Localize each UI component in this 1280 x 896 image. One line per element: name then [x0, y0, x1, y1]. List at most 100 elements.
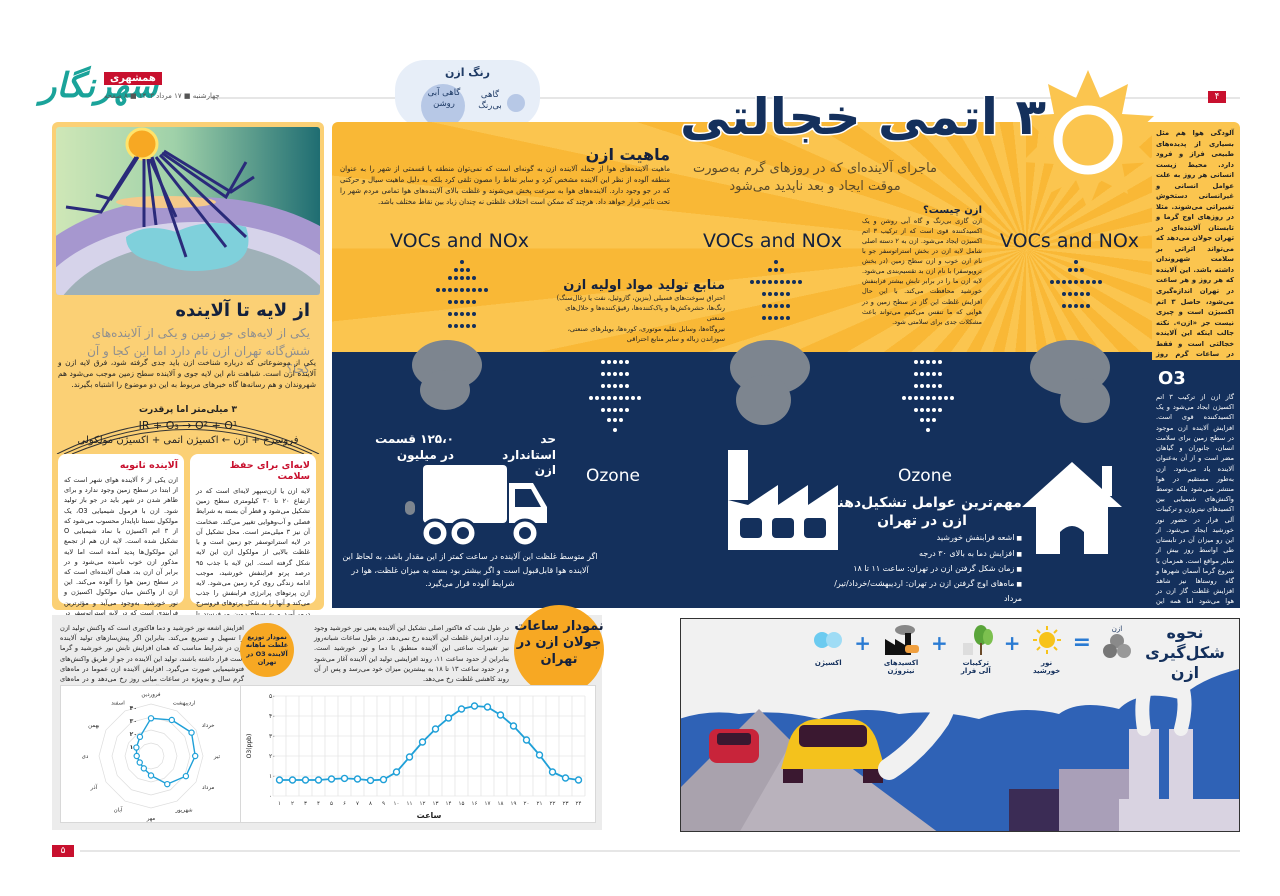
ozone-color-light-blue: گاهی آبی روشن [427, 88, 461, 110]
svg-text:۵۰: ۵۰ [269, 693, 275, 700]
smoke-cloud-icon [420, 370, 470, 410]
svg-text:۵: ۵ [330, 801, 333, 807]
svg-text:تیر: تیر [213, 754, 221, 760]
svg-text:مرداد: مرداد [202, 785, 214, 791]
card-protective-title: لایه‌ای برای حفظ سلامت [229, 460, 310, 482]
svg-text:۱۹: ۱۹ [511, 801, 517, 807]
svg-text:۲۰: ۲۰ [130, 731, 137, 738]
factors-section: مهم‌ترین عوامل تشکیل‌دهنده ازن در تهران … [822, 494, 1022, 606]
svg-text:۱۷: ۱۷ [485, 801, 491, 807]
svg-text:ساعت: ساعت [417, 811, 442, 820]
factory-icon [728, 450, 838, 550]
factors-heading: مهم‌ترین عوامل تشکیل‌دهنده ازن در تهران [822, 495, 1022, 530]
svg-text:۰: ۰ [269, 793, 272, 800]
ozone-formation-illustration: نحوه شکل‌گیری ازن ازن = نور خورشید + ترک… [680, 618, 1240, 832]
svg-text:فروردین: فروردین [141, 692, 161, 698]
svg-text:۳۰: ۳۰ [130, 718, 137, 725]
header-rule [210, 97, 1240, 99]
card-secondary-text: ازن یکی از ۶ آلاینده هوای شهر است که از … [64, 476, 178, 637]
o3-text: گاز ازن از ترکیب ۳ اتم اکسیژن ایجاد می‌ش… [1156, 393, 1234, 616]
o3-heading: O3 [1158, 368, 1186, 389]
red-car-icon [709, 729, 759, 763]
svg-text:دی: دی [82, 754, 89, 760]
svg-text:۱۸: ۱۸ [498, 801, 504, 807]
ozone-layer-illustration [56, 127, 320, 295]
arrow-up-icon [1050, 260, 1102, 308]
svg-text:۲۴: ۲۴ [576, 801, 582, 807]
arrow-up-icon [436, 260, 488, 328]
ozone-layer-arcs [56, 421, 320, 454]
svg-text:۹: ۹ [382, 801, 385, 807]
ozone-molecule-icon [1103, 634, 1131, 658]
formation-item-sun: نور خورشید [1029, 625, 1065, 675]
left-column: از لایه تا آلاینده یکی از لایه‌های جو زم… [52, 122, 324, 638]
factor-item-4: ماه‌های اوج گرفتن ازن در تهران: اردیبهشت… [822, 576, 1022, 606]
arrow-up-icon [750, 260, 802, 320]
what-is-text: ازن گازی بی‌رنگ و گاه آبی روشن و یک اکسی… [862, 217, 982, 326]
o3-strip: O3 گاز ازن از ترکیب ۳ اتم اکسیژن ایجاد م… [1152, 360, 1240, 616]
card-protective-text: لایه ازن یا ازن‌سپهر لایه‌ای است که در ا… [196, 487, 310, 638]
svg-text:۱۲: ۱۲ [420, 801, 426, 807]
hourly-chart-badge: نمودار ساعات جولان ازن در تهران [514, 605, 604, 695]
svg-text:۱۰: ۱۰ [269, 773, 275, 780]
page-number-right: ۴ [1208, 91, 1226, 103]
standard-value: ۱۲۵،۰ قسمت در میلیون [375, 432, 454, 462]
sources-heading: منابع تولید مواد اولیه ازن [563, 278, 725, 293]
svg-text:۴۰: ۴۰ [269, 713, 275, 720]
left-column-title: از لایه تا آلاینده [175, 300, 310, 321]
left-column-subtitle: یکی از لایه‌های جو زمین و یکی از آلاینده… [87, 326, 310, 376]
hourly-text: در طول شب که فاکتور اصلی تشکیل این آلاین… [314, 624, 509, 684]
card-protective-layer: لایه‌ای برای حفظ سلامت لایه ازن یا ازن‌س… [190, 454, 316, 638]
vocs-label-1: VOCs and NOx [390, 230, 530, 252]
trees-paint-icon [962, 625, 993, 655]
svg-text:۲۰: ۲۰ [269, 753, 275, 760]
card-secondary-pollutant: آلاینده ثانویه ازن یکی از ۶ آلاینده هوای… [58, 454, 184, 637]
colorless-bubble-icon [507, 94, 525, 112]
smoke-cloud-icon [1060, 378, 1110, 423]
svg-text:۴: ۴ [317, 801, 320, 807]
factor-item-1: اشعه فرابنفش خورشید [822, 530, 1022, 545]
svg-text:۳: ۳ [304, 801, 307, 807]
yellow-car-icon [781, 719, 885, 783]
factory-scene-icon [1009, 729, 1239, 831]
plus-icon: + [854, 631, 872, 655]
vocs-label-2: VOCs and NOx [703, 230, 843, 252]
logo-brand: همشهری [104, 72, 162, 85]
svg-text:۳۰: ۳۰ [269, 733, 275, 740]
factor-item-3: زمان شکل گرفتن ازن در تهران: ساعت ۱۱ تا … [822, 561, 1022, 576]
sun-icon [1022, 70, 1154, 210]
standard-label: حد استاندارد ازن [502, 432, 556, 478]
equation-text: فروسرخ + ازن ← اکسیژن اتمی + اکسیژن مولک… [77, 435, 299, 446]
svg-text:خرداد: خرداد [202, 723, 215, 729]
what-is-section: ازن چیست؟ ازن گازی بی‌رنگ و گاه آبی روشن… [862, 205, 982, 327]
date-line: چهارشنبه ■ ۱۷ مرداد ۱۴۰۳ ■ ۸ صفحه [104, 92, 220, 100]
formation-item-oxygen: اکسیژن [810, 625, 846, 667]
svg-text:۲۱: ۲۱ [537, 801, 543, 807]
nature-text: ماهیت آلاینده‌های هوا از جمله آلاینده از… [340, 165, 670, 206]
equation-label: ۳ میلی‌متر اما پرقدرت [138, 405, 238, 415]
ozone-color-box: رنگ ازن گاهی آبی روشن گاهی بی‌رنگ [395, 60, 540, 128]
logo[interactable]: شهرنگار همشهری چهارشنبه ■ ۱۷ مرداد ۱۴۰۳ … [40, 66, 220, 116]
arrow-down-icon [902, 360, 954, 432]
truck-icon [405, 465, 547, 548]
sun-small-icon [1032, 626, 1061, 654]
ozone-label-1: Ozone [586, 466, 640, 486]
page-title: ۳ اتمی خجالتی [679, 87, 1048, 148]
smoke-cloud-icon [736, 375, 791, 425]
house-icon [1022, 462, 1122, 554]
svg-text:۱۴: ۱۴ [446, 801, 452, 807]
oxygen-molecule-icon [814, 632, 843, 648]
page-subtitle: ماجرای آلاینده‌ای که در روزهای گرم به‌صو… [692, 161, 938, 194]
svg-text:آذر: آذر [90, 784, 98, 791]
vocs-label-3: VOCs and NOx [1000, 230, 1140, 252]
nature-section: ماهیت ازن ماهیت آلاینده‌های هوا از جمله … [340, 145, 670, 207]
sources-item-1: احتراق سوخت‌های فسیلی (بنزین، گازوئیل، ن… [556, 294, 725, 302]
plus-icon: + [1003, 631, 1021, 655]
monthly-chart-badge: نمودار توزیع غلظت ماهانه آلاینده O3 در ت… [240, 623, 294, 677]
formation-equation: ازن = نور خورشید + ترکیبات آلی فرار + اک… [810, 625, 1135, 675]
sources-item-2: رنگ‌ها، حشره‌کش‌ها و پاک‌کننده‌ها، رقیق‌… [565, 304, 725, 323]
svg-text:۱۶: ۱۶ [472, 801, 478, 807]
what-is-heading: ازن چیست؟ [922, 205, 982, 216]
arrow-down-icon [589, 360, 641, 432]
